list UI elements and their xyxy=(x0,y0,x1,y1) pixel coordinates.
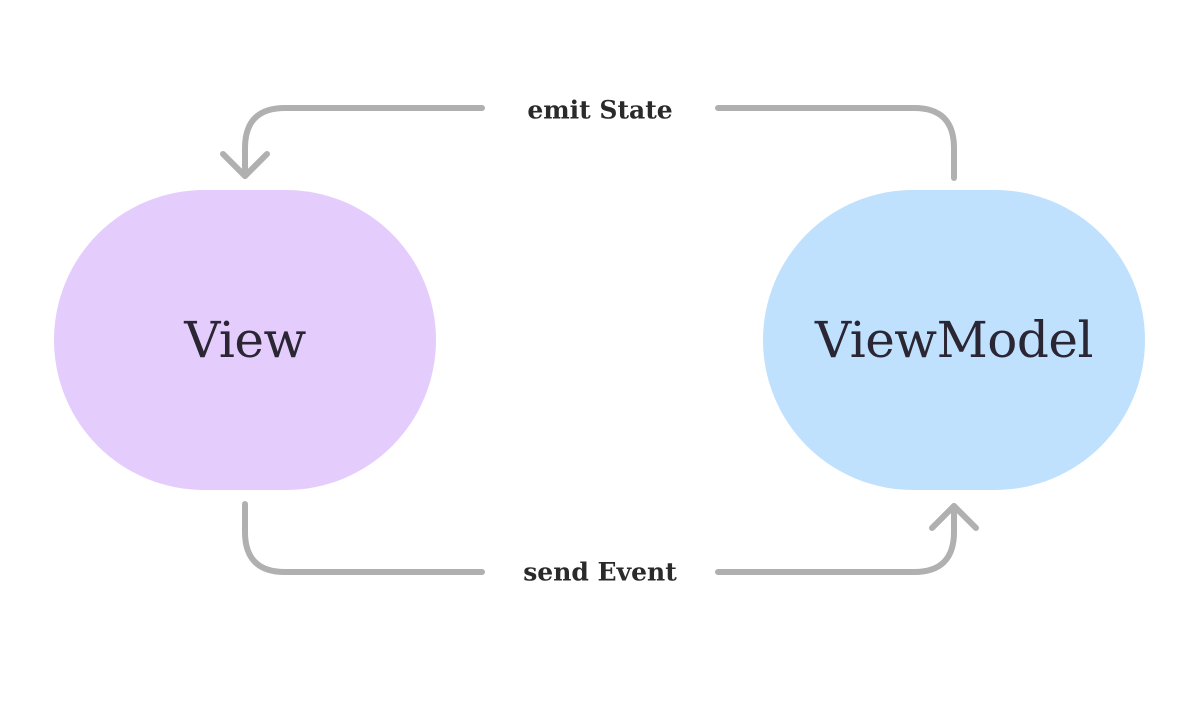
emit-state-label: emit State xyxy=(527,95,673,125)
send-event-label: send Event xyxy=(523,557,677,587)
view-node-label: View xyxy=(184,311,306,369)
viewmodel-node-label: ViewModel xyxy=(815,311,1094,369)
emit-state-arrow-left xyxy=(242,105,485,179)
emit-state-arrowhead xyxy=(220,151,270,179)
viewmodel-node: ViewModel xyxy=(763,190,1145,490)
send-event-arrow-right xyxy=(715,503,957,575)
send-event-arrow-left xyxy=(242,501,485,575)
view-node: View xyxy=(54,190,436,490)
send-event-arrowhead xyxy=(929,503,979,531)
emit-state-arrow-right xyxy=(715,105,957,181)
